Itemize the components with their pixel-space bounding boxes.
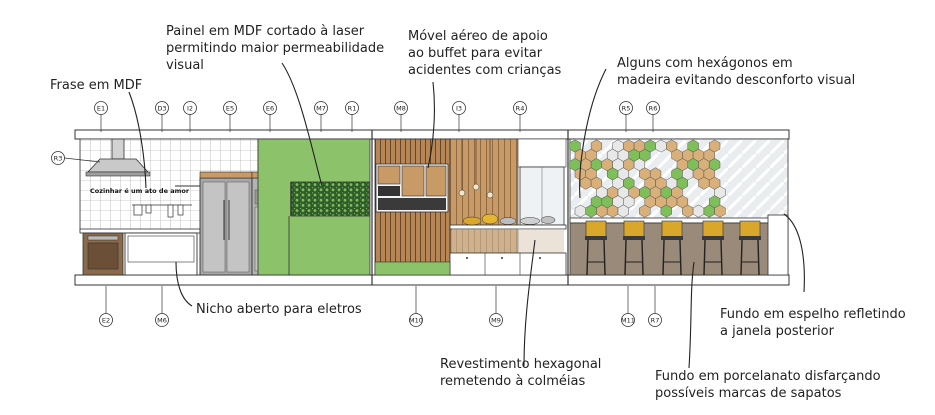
tag-d3: D3 [155, 101, 169, 132]
tag-m7: M7 [314, 101, 328, 132]
laser-cut-panel [290, 181, 370, 217]
buffet-counter [449, 224, 567, 230]
tag-i2: I2 [183, 101, 197, 132]
svg-text:E1: E1 [97, 104, 105, 112]
bar-stool [661, 220, 683, 276]
note-alguns: Alguns com hexágonos em madeira evitando… [617, 56, 856, 88]
leader-espelho [783, 213, 805, 293]
hexagon-tile [660, 204, 672, 218]
bar-stools [585, 220, 761, 276]
tag-m11: M11 [621, 286, 635, 327]
svg-text:M8: M8 [396, 104, 406, 112]
tag-e5: E5 [223, 101, 237, 132]
svg-text:M6: M6 [157, 316, 167, 324]
svg-text:E2: E2 [102, 316, 110, 324]
svg-text:M10: M10 [409, 316, 423, 324]
note-fundo-espelho: Fundo em espelho refletindo a janela pos… [720, 307, 906, 339]
svg-text:R4: R4 [516, 104, 525, 112]
leader-nicho [175, 261, 193, 307]
svg-text:I2: I2 [187, 104, 193, 112]
bar-stool [585, 220, 607, 276]
note-nicho: Nicho aberto para eletros [196, 302, 362, 317]
hexagon-tile [714, 204, 726, 218]
tag-r1: R1 [345, 101, 359, 132]
svg-text:M7: M7 [316, 104, 326, 112]
leader-movel [427, 81, 435, 169]
leader-painel [281, 62, 323, 187]
svg-text:R1: R1 [348, 104, 357, 112]
svg-text:I3: I3 [456, 104, 462, 112]
tag-m10: M10 [409, 286, 423, 327]
svg-text:R6: R6 [649, 104, 658, 112]
ceiling-slab [74, 129, 790, 140]
note-movel: Móvel aéreo de apoio ao buffet para evit… [408, 29, 562, 78]
note-frase: Frase em MDF [50, 78, 143, 93]
tag-i3: I3 [452, 101, 466, 132]
bar-stool [702, 220, 724, 276]
tag-r6: R6 [646, 101, 660, 132]
note-fundo-porcelanato: Fundo em porcelanato disfarçando possíve… [655, 369, 881, 401]
leader-alguns [579, 68, 607, 199]
tag-e6: E6 [263, 101, 277, 132]
countertop [79, 228, 201, 234]
bar-stool [623, 220, 645, 276]
bar-stool [739, 220, 761, 276]
leader-revest [523, 239, 536, 367]
hexagon-wall [569, 139, 726, 218]
tag-m6: M6 [155, 286, 169, 327]
tag-r4: R4 [513, 101, 527, 132]
svg-text:E5: E5 [226, 104, 234, 112]
note-revestimento: Revestimento hexagonal remetendo à colmé… [440, 357, 602, 389]
tag-r3: R3 [51, 151, 65, 165]
mdf-phrase: Cozinhar é um ato de amor [90, 187, 190, 195]
svg-text:M11: M11 [621, 316, 635, 324]
hex-base-panel [374, 261, 451, 276]
svg-text:R5: R5 [622, 104, 631, 112]
leader-porcelanato [688, 261, 695, 369]
tag-e1: E1 [94, 101, 108, 132]
range-hood-duct [111, 138, 125, 160]
note-painel: Painel em MDF cortado à laser permitindo… [166, 24, 385, 73]
tag-r5: R5 [619, 101, 633, 132]
tag-e2: E2 [99, 286, 113, 327]
tag-m8: M8 [394, 101, 408, 132]
leader-frase [128, 91, 147, 189]
svg-text:M9: M9 [491, 316, 501, 324]
floor-slab [74, 274, 790, 286]
svg-text:R7: R7 [651, 316, 660, 324]
svg-text:D3: D3 [157, 104, 166, 112]
svg-text:E6: E6 [266, 104, 274, 112]
hexagon-tile [639, 204, 651, 218]
buffet-drawers [449, 252, 567, 276]
tag-r7: R7 [648, 286, 662, 327]
hexagon-tile [617, 204, 629, 218]
svg-text:R3: R3 [54, 154, 63, 162]
tag-m9: M9 [489, 286, 503, 327]
